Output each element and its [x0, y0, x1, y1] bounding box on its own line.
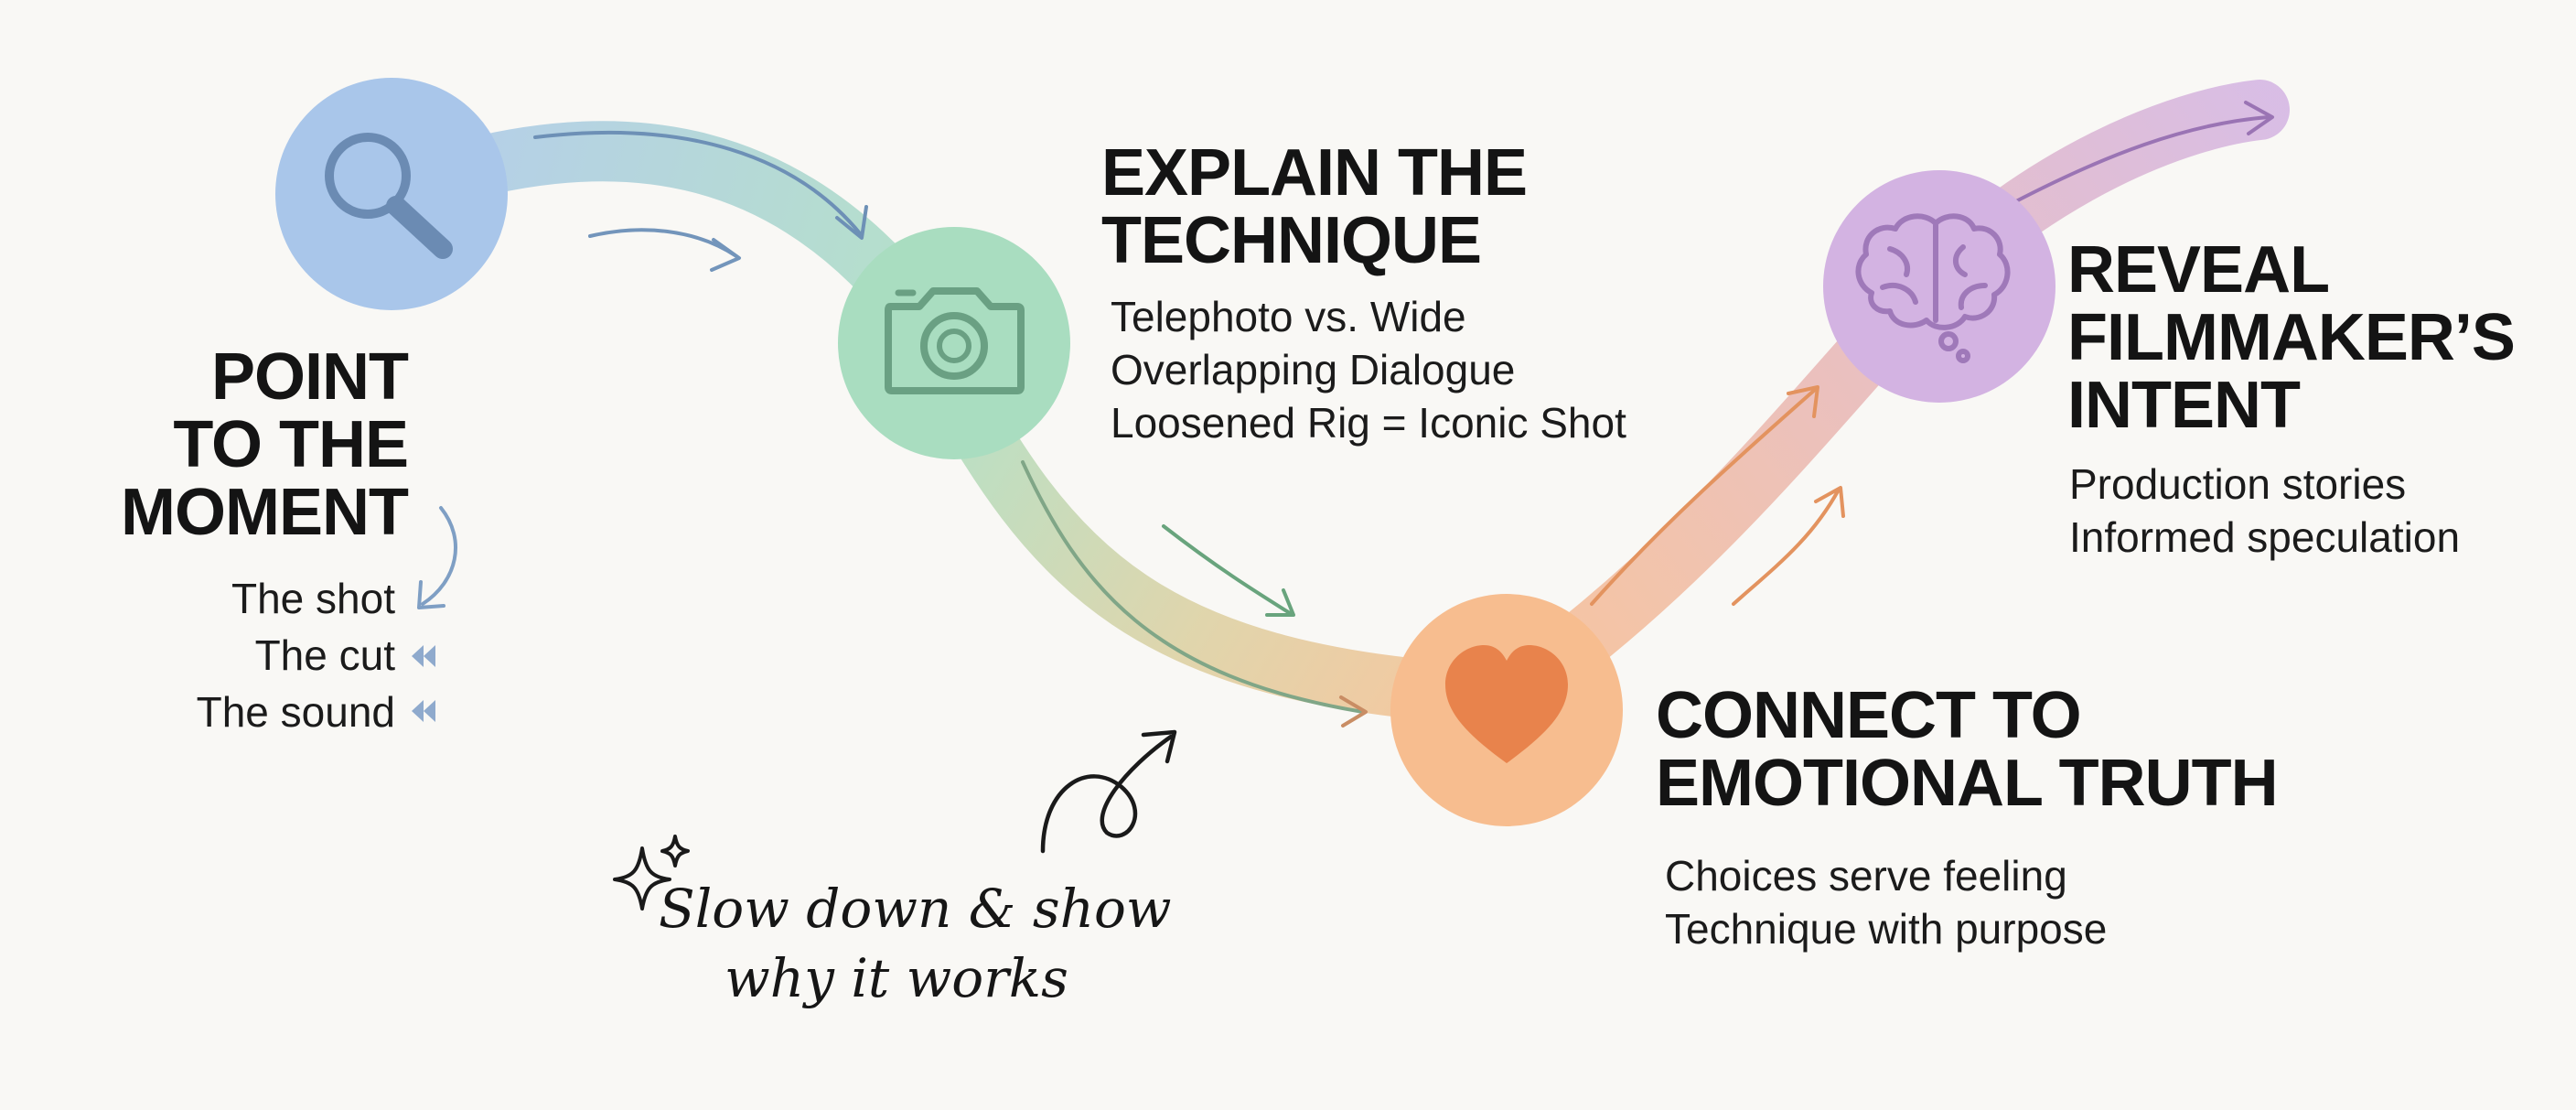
step-1-heading-line: MOMENT	[121, 476, 409, 549]
step-1-heading-line: TO THE	[173, 408, 409, 481]
rewind-icon	[412, 700, 435, 722]
list-item: Loosened Rig = Iconic Shot	[1111, 399, 1626, 447]
step-3-list: Choices serve feeling Technique with pur…	[1665, 849, 2107, 955]
list-item: The shot	[231, 575, 395, 622]
step-2-list: Telephoto vs. Wide Overlapping Dialogue …	[1111, 290, 1626, 449]
brain-icon	[1855, 213, 2011, 363]
note-line: Slow down & show	[659, 878, 1172, 940]
list-item: Informed speculation	[2069, 513, 2461, 561]
camera-icon	[885, 287, 1025, 394]
list-item: Telephoto vs. Wide	[1111, 293, 1466, 340]
step-2-heading-line: EXPLAIN THE	[1101, 136, 1528, 210]
arrowhead-7	[2244, 101, 2274, 135]
curl-arrowhead	[417, 580, 445, 609]
step-2-heading: EXPLAIN THE TECHNIQUE	[1101, 136, 1528, 277]
arrowhead-3	[1339, 695, 1368, 727]
arrow-line-7	[2011, 115, 2270, 205]
step-1-heading-line: POINT	[210, 340, 409, 414]
step-1-heading: POINT TO THE MOMENT	[121, 340, 409, 549]
arrowhead-4	[1265, 588, 1295, 617]
arrow-line-2	[588, 228, 738, 258]
handwritten-note: Slow down & show why it works	[659, 874, 1172, 1013]
list-item: The cut	[254, 631, 395, 679]
step-4-list: Production stories Informed speculation	[2069, 458, 2460, 564]
step-2-heading-line: TECHNIQUE	[1101, 204, 1482, 277]
arrowhead-6	[1814, 486, 1845, 518]
loop-arrowhead	[1141, 729, 1177, 764]
step-circle-purple	[1823, 170, 2055, 403]
note-line: why it works	[724, 947, 1068, 1009]
step-3-heading-line: CONNECT TO	[1656, 679, 2082, 752]
curl-arrow	[421, 506, 457, 606]
arrowhead-2	[710, 238, 741, 272]
sparkle-icon	[613, 835, 690, 911]
step-4-heading-line: INTENT	[2067, 369, 2301, 442]
heart-icon	[1445, 645, 1568, 763]
arrow-line-1	[533, 130, 862, 235]
step-4-heading: REVEAL FILMMAKER’S INTENT	[2067, 233, 2516, 442]
loop-arrow	[1040, 734, 1174, 854]
list-item: Technique with purpose	[1665, 905, 2108, 953]
step-circle-blue	[275, 78, 508, 310]
step-circle-green	[838, 227, 1070, 459]
list-item: Overlapping Dialogue	[1111, 346, 1516, 393]
arrow-line-3	[1021, 460, 1365, 714]
rewind-icon	[412, 645, 435, 667]
arrow-line-4	[1162, 524, 1292, 615]
step-4-heading-line: REVEAL	[2067, 233, 2330, 307]
step-3-heading: CONNECT TO EMOTIONAL TRUTH	[1656, 679, 2279, 820]
arrow-line-6	[1732, 488, 1841, 606]
list-item: Production stories	[2069, 460, 2407, 508]
arrowhead-1	[835, 205, 868, 240]
list-item: The sound	[196, 688, 395, 736]
step-1-list: The shot The cut The sound	[197, 570, 395, 740]
arrowhead-5	[1787, 385, 1819, 418]
step-3-heading-line: EMOTIONAL TRUTH	[1656, 747, 2279, 820]
list-item: Choices serve feeling	[1665, 852, 2067, 900]
search-icon	[325, 133, 453, 259]
arrow-line-5	[1590, 387, 1818, 606]
step-4-heading-line: FILMMAKER’S	[2067, 301, 2516, 374]
